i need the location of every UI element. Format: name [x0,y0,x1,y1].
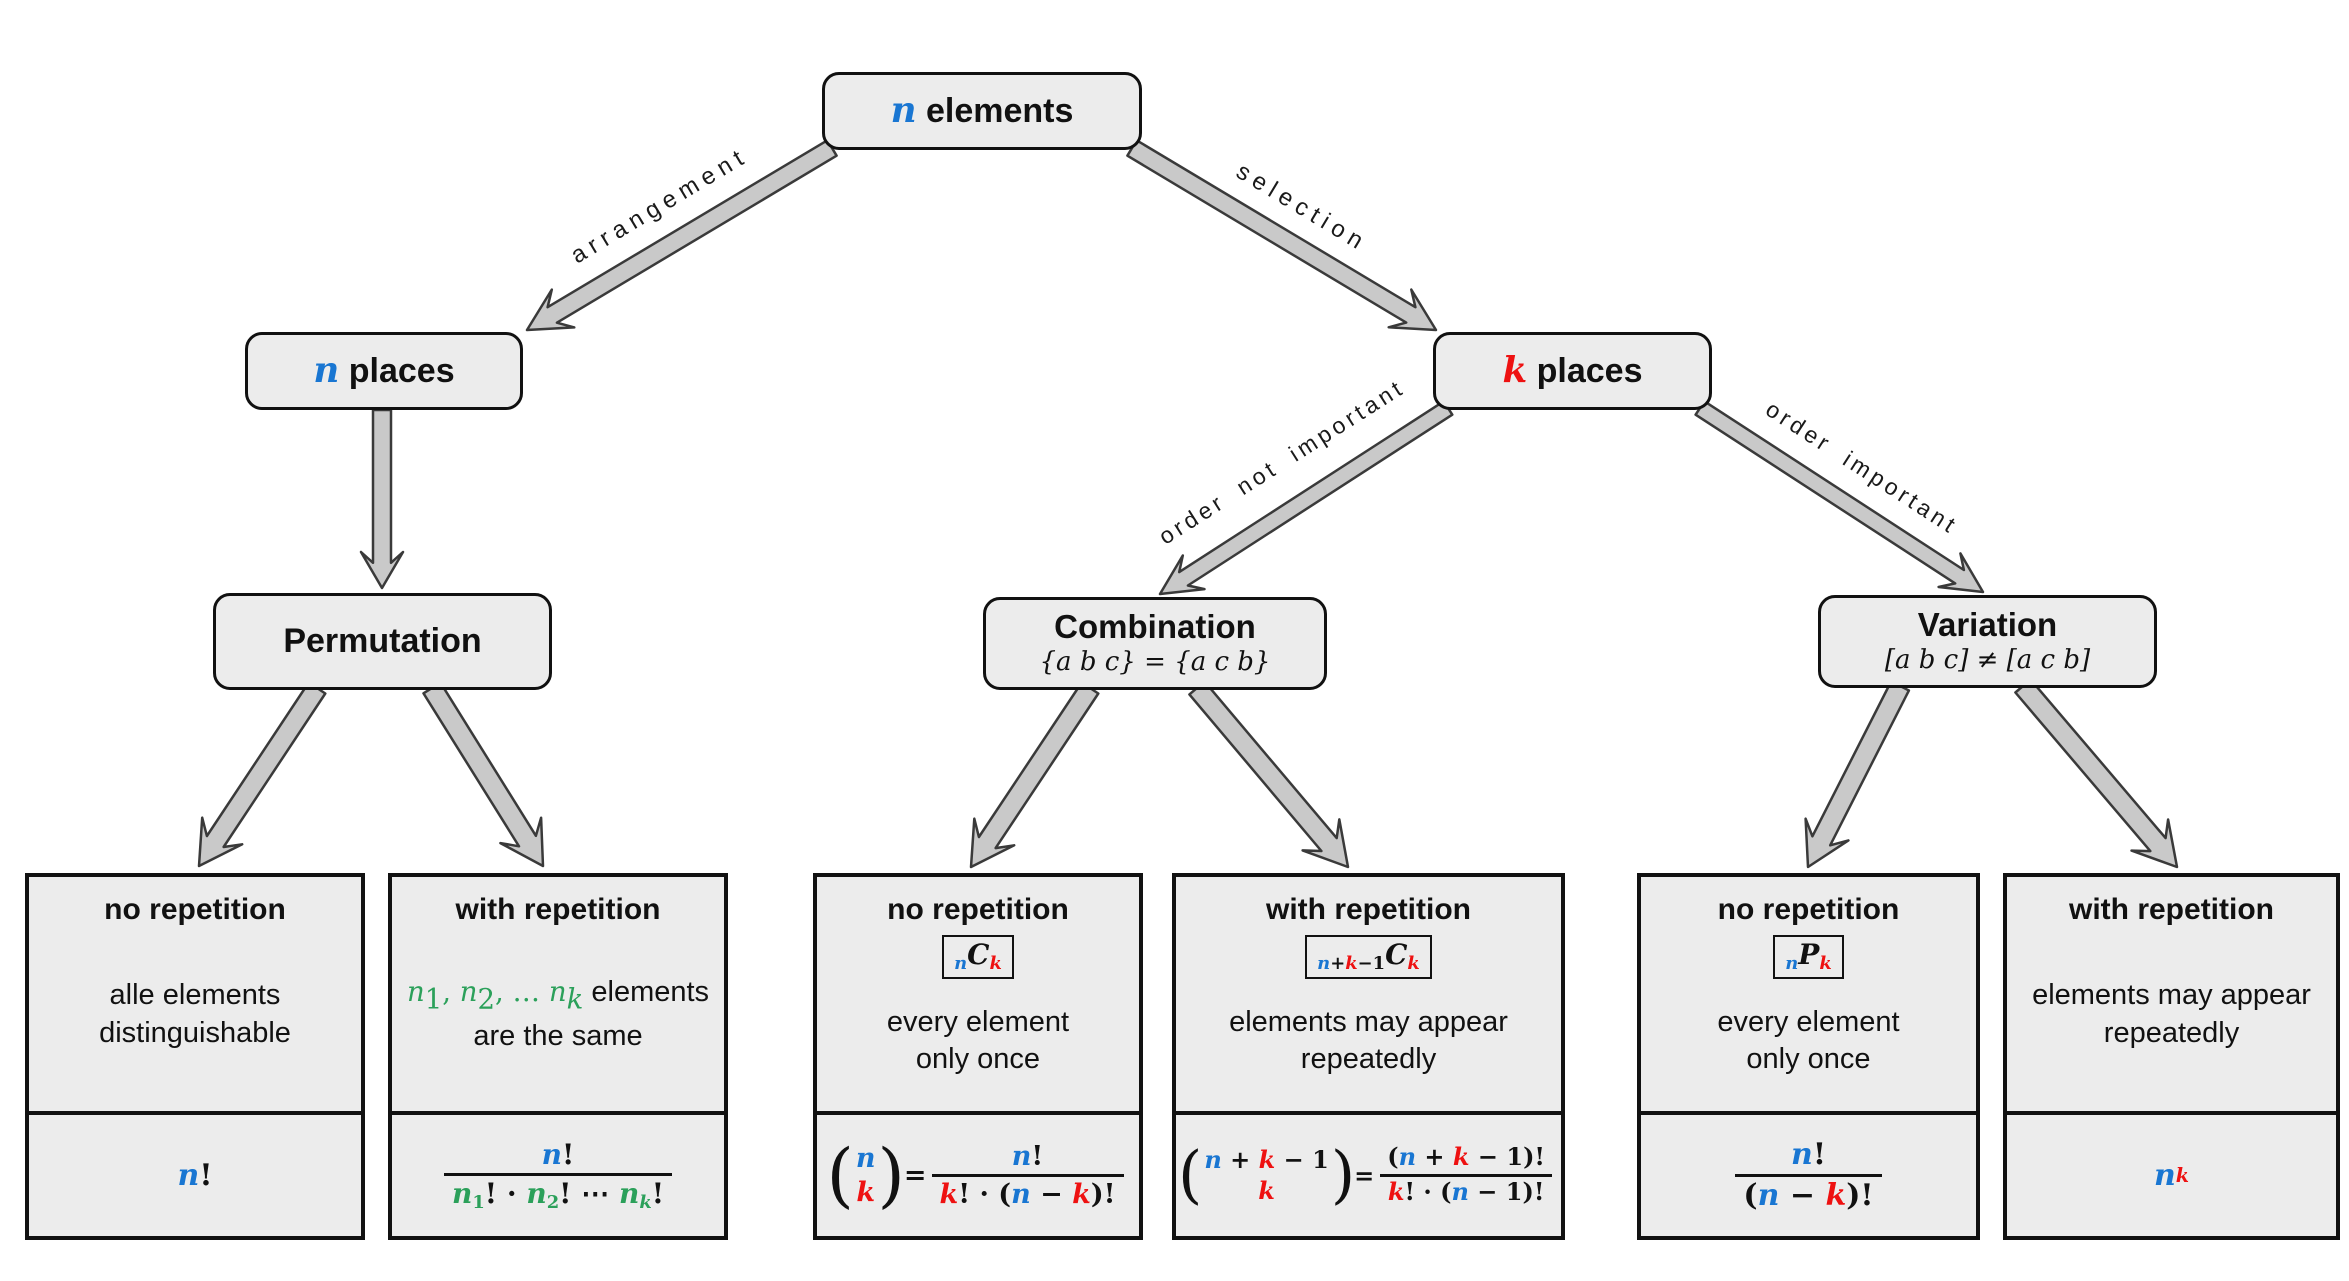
leaf-formula: n!(n − k)! [1641,1115,1976,1236]
leaf-body: with repetition n1, n2, … nk elements are… [392,877,724,1115]
node-k-places: k places [1433,332,1712,410]
node-combination: Combination {a b c} = {a c b} [983,597,1327,690]
node-permutation: Permutation [213,593,552,690]
leaf-description: n1, n2, … nk elements are the same [407,927,709,1103]
leaf-body: with repetition n+k−1Ck elements may app… [1176,877,1561,1115]
description-line: elements may appear [2032,979,2311,1012]
leaf-description: elements may appear repeatedly [1229,979,1508,1103]
description-line: elements may appear [1229,1005,1508,1038]
leaf-description: every element only once [1717,979,1899,1103]
leaf-permutation-no-repetition: no repetition alle elements distinguishab… [25,873,365,1240]
arrow-connector [1126,139,1438,332]
leaf-title: with repetition [1266,893,1471,926]
description-line: only once [1746,1043,1871,1076]
leaf-description: alle elements distinguishable [99,927,291,1103]
arrow-connector [1804,680,1911,869]
leaf-title: no repetition [104,893,286,926]
edge-label-order-important: order important [1761,395,1964,540]
leaf-body: with repetition elements may appear repea… [2007,877,2336,1115]
leaf-title: with repetition [455,893,661,926]
node-label: Combination [1054,607,1256,645]
leaf-body: no repetition alle elements distinguishab… [29,877,361,1115]
node-n-elements: n elements [822,72,1142,150]
leaf-variation-with-repetition: with repetition elements may appear repea… [2003,873,2340,1240]
description-line: repeatedly [2103,1017,2240,1049]
leaf-combination-with-repetition: with repetition n+k−1Ck elements may app… [1172,873,1565,1240]
edge-label-arrangement: arrangement [566,141,754,270]
arrow-connector [2014,678,2179,869]
leaf-body: no repetition nPk every element only once [1641,877,1976,1115]
description-line: distinguishable [99,1017,291,1049]
node-label: k places [1502,349,1643,392]
leaf-formula: n! [177,1158,213,1193]
node-subtitle: {a b c} = {a c b} [1039,647,1271,678]
description-line: every element [886,1005,1070,1038]
leaf-description: every element only once [887,979,1069,1103]
node-subtitle: [a b c] ≠ [a c b] [1884,645,2091,676]
leaf-title: no repetition [887,893,1069,926]
description-line: every element [1717,1005,1900,1038]
leaf-variation-no-repetition: no repetition nPk every element only once… [1637,873,1980,1240]
leaf-body: no repetition nCk every element only once [817,877,1139,1115]
arrow-connector [1188,680,1350,869]
node-label: n elements [890,89,1074,132]
formula-badge: nCk [942,935,1014,980]
arrow-connector [359,408,405,590]
description-line: only once [915,1043,1041,1076]
formula-badge: nPk [1773,935,1844,980]
leaf-description: elements may appear repeatedly [2032,927,2311,1103]
leaf-combination-no-repetition: no repetition nCk every element only once… [813,873,1143,1240]
leaf-permutation-with-repetition: with repetition n1, n2, … nk elements are… [388,873,728,1240]
leaf-formula: n!n1! · n2! ⋯ nk! [392,1115,724,1236]
leaf-title: no repetition [1717,893,1900,926]
arrow-connector [969,681,1100,869]
arrow-connector [525,139,838,332]
arrow-connector [422,681,545,868]
node-label: Variation [1917,605,2058,643]
description-line: repeatedly [1300,1043,1437,1076]
edge-label-order-not-important: order not important [1154,373,1410,550]
description-line: n1, n2, … nk elements [406,975,710,1016]
node-label: Permutation [283,621,482,660]
node-n-places: n places [245,332,523,410]
description-line: are the same [473,1020,643,1053]
description-line: alle elements [109,979,281,1012]
arrow-connector [197,681,327,868]
node-label: n places [313,349,455,392]
node-variation: Variation [a b c] ≠ [a c b] [1818,595,2157,688]
edge-label-selection: selection [1231,157,1373,258]
leaf-title: with repetition [2069,893,2274,926]
formula-badge: n+k−1Ck [1305,935,1432,980]
arrow-connector [1694,400,1985,594]
